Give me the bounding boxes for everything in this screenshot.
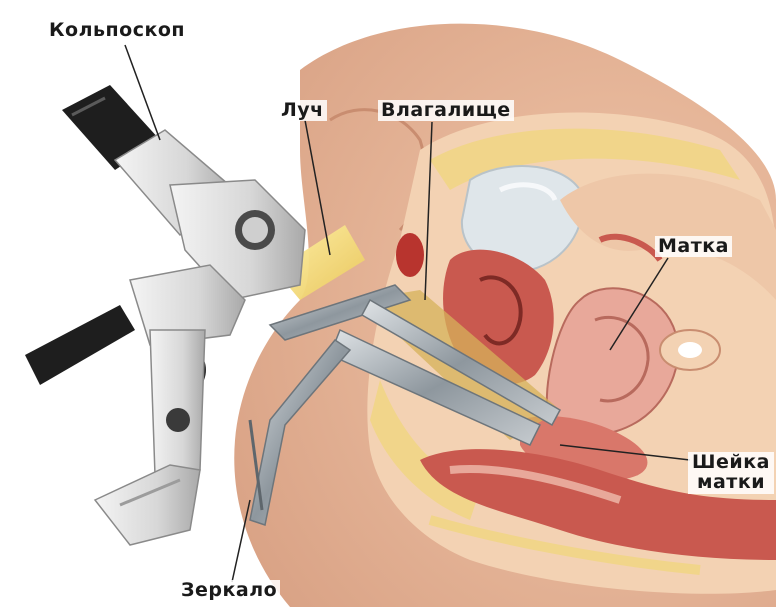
label-uterus: Матка xyxy=(655,236,732,257)
label-cervix-line1: Шейка xyxy=(692,451,770,473)
label-ray: Луч xyxy=(278,100,327,121)
label-cervix: Шейка матки xyxy=(688,452,774,494)
label-speculum: Зеркало xyxy=(178,580,280,601)
label-colposcope: Кольпоскоп xyxy=(46,20,188,41)
label-vagina: Влагалище xyxy=(378,100,514,121)
label-cervix-line2: матки xyxy=(697,471,765,493)
